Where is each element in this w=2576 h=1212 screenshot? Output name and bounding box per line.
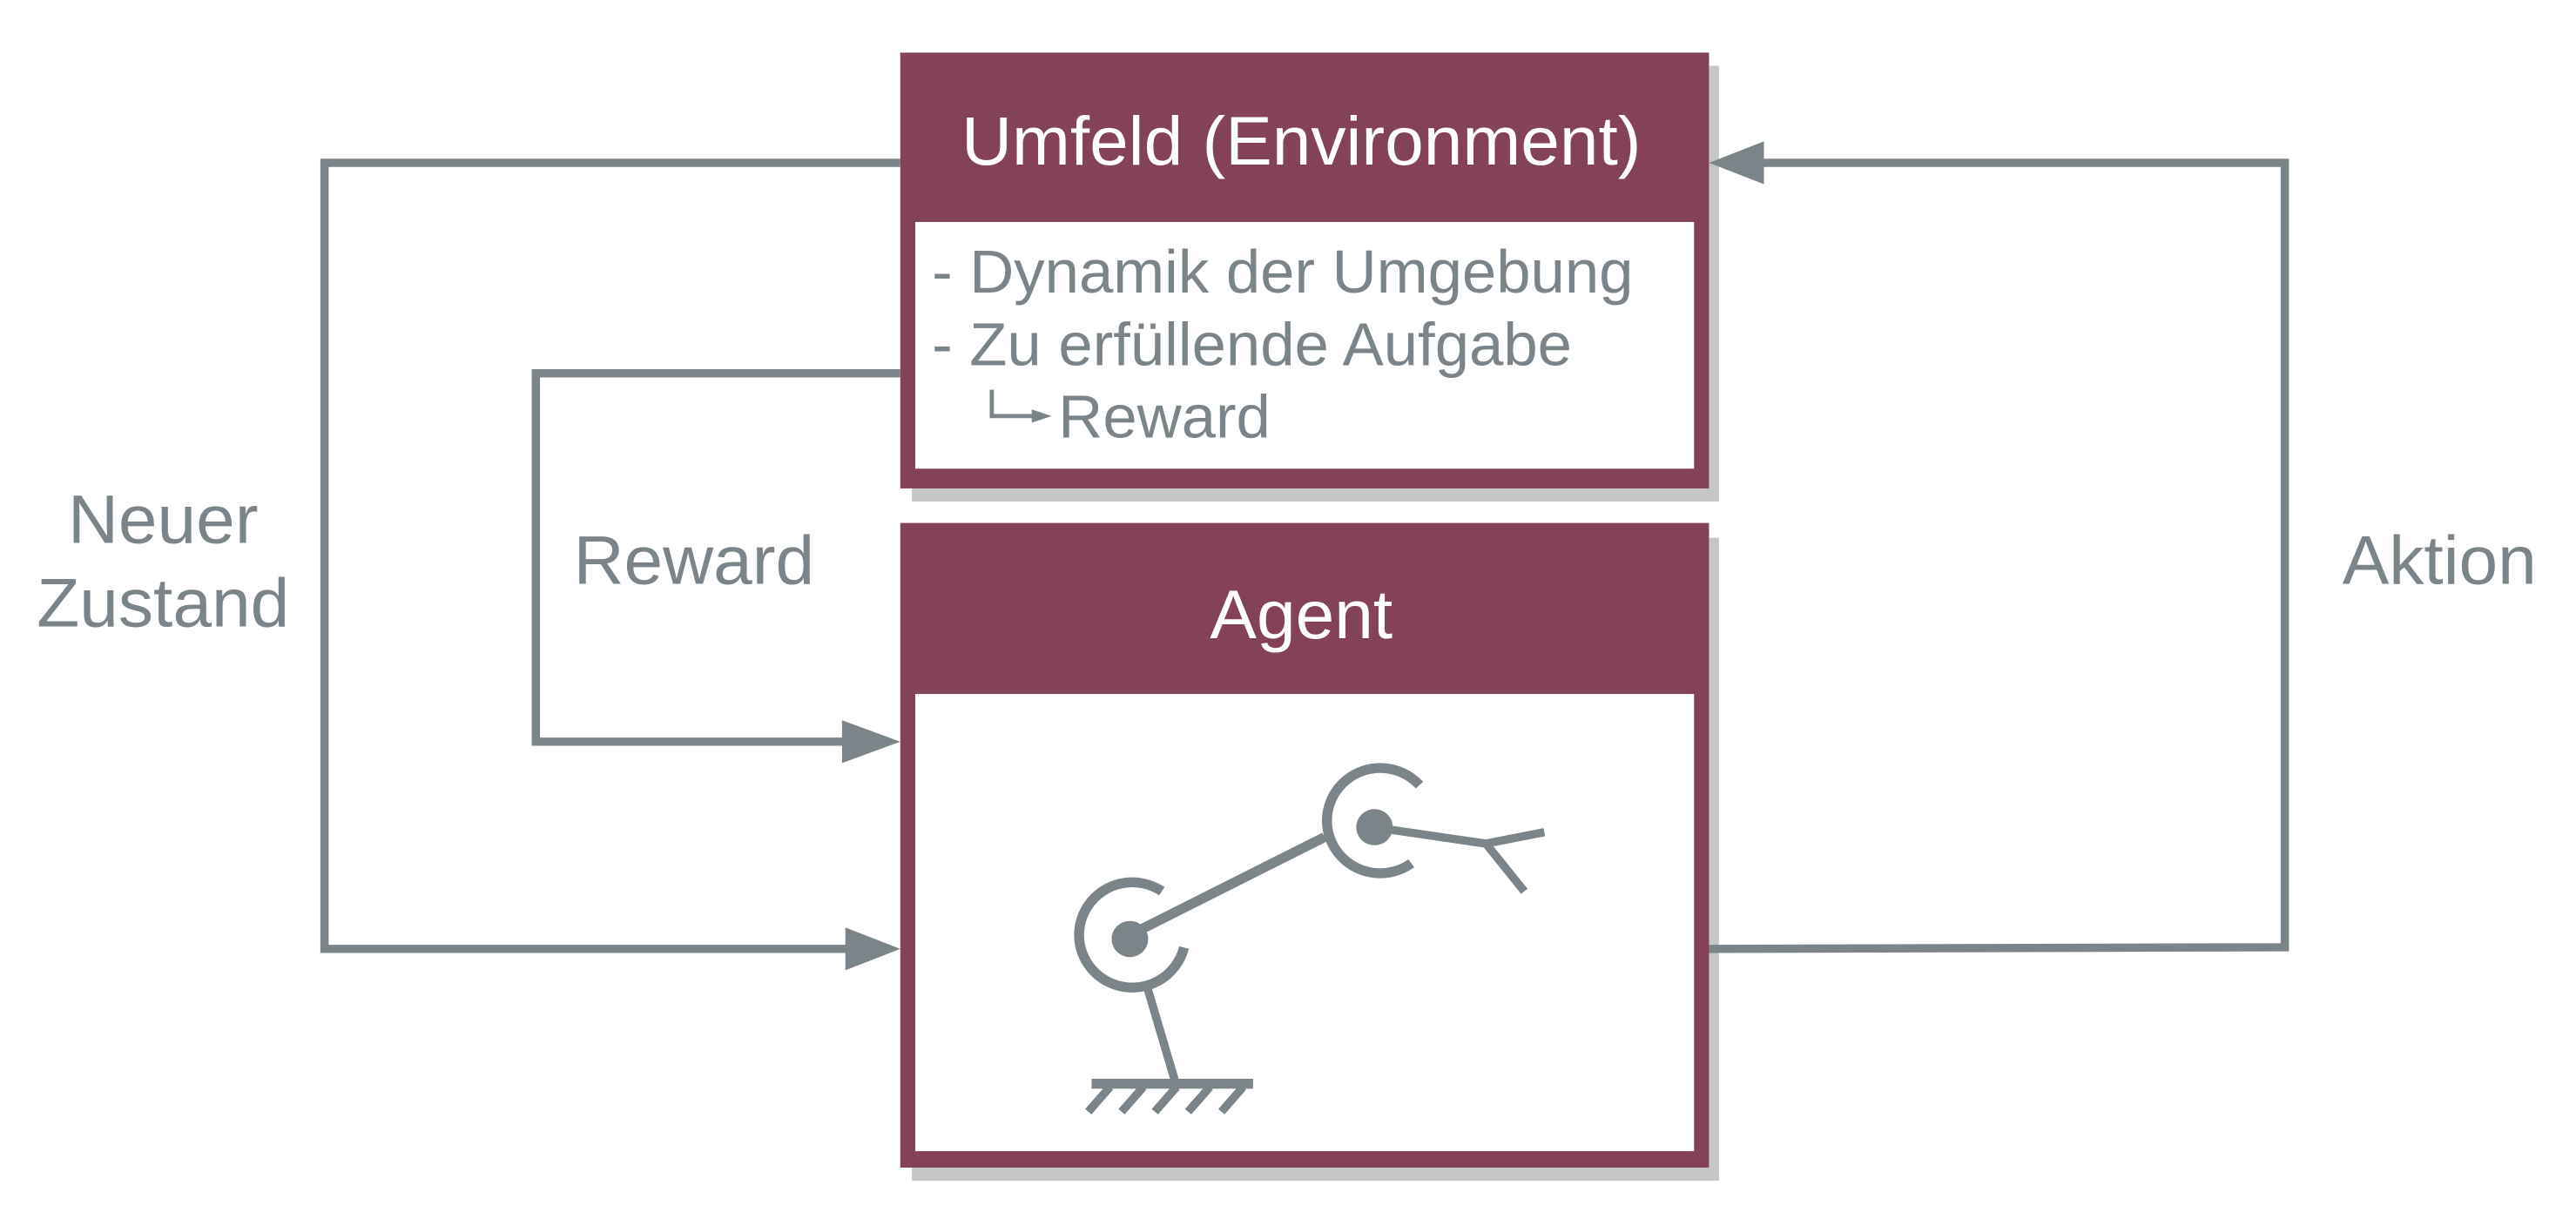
agent-body [914,694,1695,1152]
environment-item-dynamics: - Dynamik der Umgebung [932,238,1633,306]
environment-title: Umfeld (Environment) [961,102,1641,178]
robot-arm-icon [1074,763,1546,1114]
action-arrowhead [1709,141,1764,185]
agent-box: Agent [900,522,1719,1182]
environment-item-task: - Zu erfüllende Aufgabe [932,310,1572,379]
new-state-arrowhead [845,927,900,971]
new-state-label-line2: Zustand [37,564,289,641]
arrowheads [841,141,1764,971]
agent-title: Agent [1210,576,1393,652]
new-state-line [320,158,900,953]
environment-box: Umfeld (Environment) - Dynamik der Umgeb… [900,52,1719,502]
environment-body [914,221,1695,469]
action-line [1709,158,2289,953]
environment-subitem-reward: Reward [1058,382,1271,451]
corner-arrow-icon [989,389,1052,423]
reward-line [531,369,900,746]
action-label: Aktion [2343,522,2537,598]
new-state-label-line1: Neuer [68,481,259,557]
connectors [320,158,2289,953]
reward-arrowhead [841,720,900,764]
reward-label: Reward [574,522,815,598]
